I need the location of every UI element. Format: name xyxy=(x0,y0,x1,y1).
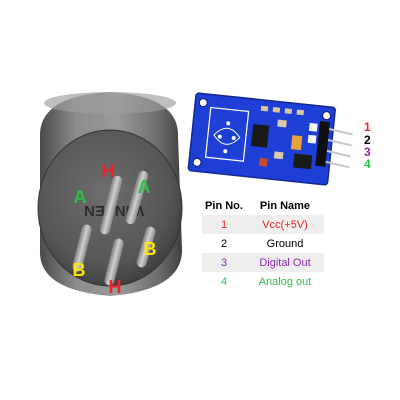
sensor-module-board xyxy=(187,92,353,186)
pin-label: H xyxy=(109,277,122,297)
column-header-pin-name: Pin Name xyxy=(246,196,324,215)
pin-number-cell: 1 xyxy=(202,215,246,234)
table-row: 4 Analog out xyxy=(202,272,324,291)
pin-label: A xyxy=(74,187,87,207)
pin-number-cell: 4 xyxy=(202,272,246,291)
header-pin-number: 1 xyxy=(364,120,371,134)
pin-label: H xyxy=(102,161,115,181)
table-row: 1 Vcc(+5V) xyxy=(202,215,324,234)
table-row: 2 Ground xyxy=(202,234,324,253)
pin-name-cell: Ground xyxy=(246,234,324,253)
pin-label: B xyxy=(73,260,86,280)
column-header-pin-no: Pin No. xyxy=(202,196,246,215)
pin-name-cell: Digital Out xyxy=(246,253,324,272)
pinout-table: Pin No. Pin Name 1 Vcc(+5V) 2 Ground 3 D… xyxy=(202,196,324,291)
sensor-pins xyxy=(72,170,156,286)
table-row: 3 Digital Out xyxy=(202,253,324,272)
pin-number-cell: 3 xyxy=(202,253,246,272)
pin-name-cell: Analog out xyxy=(246,272,324,291)
header-pin-number: 3 xyxy=(364,145,371,159)
table-header-row: Pin No. Pin Name xyxy=(202,196,324,215)
pin-label: B xyxy=(144,239,157,259)
header-pin-number: 4 xyxy=(364,157,371,171)
header-pin-number: 2 xyxy=(364,133,371,147)
pin-name-cell: Vcc(+5V) xyxy=(246,215,324,234)
pin-label: A xyxy=(138,177,151,197)
pin-number-cell: 2 xyxy=(202,234,246,253)
